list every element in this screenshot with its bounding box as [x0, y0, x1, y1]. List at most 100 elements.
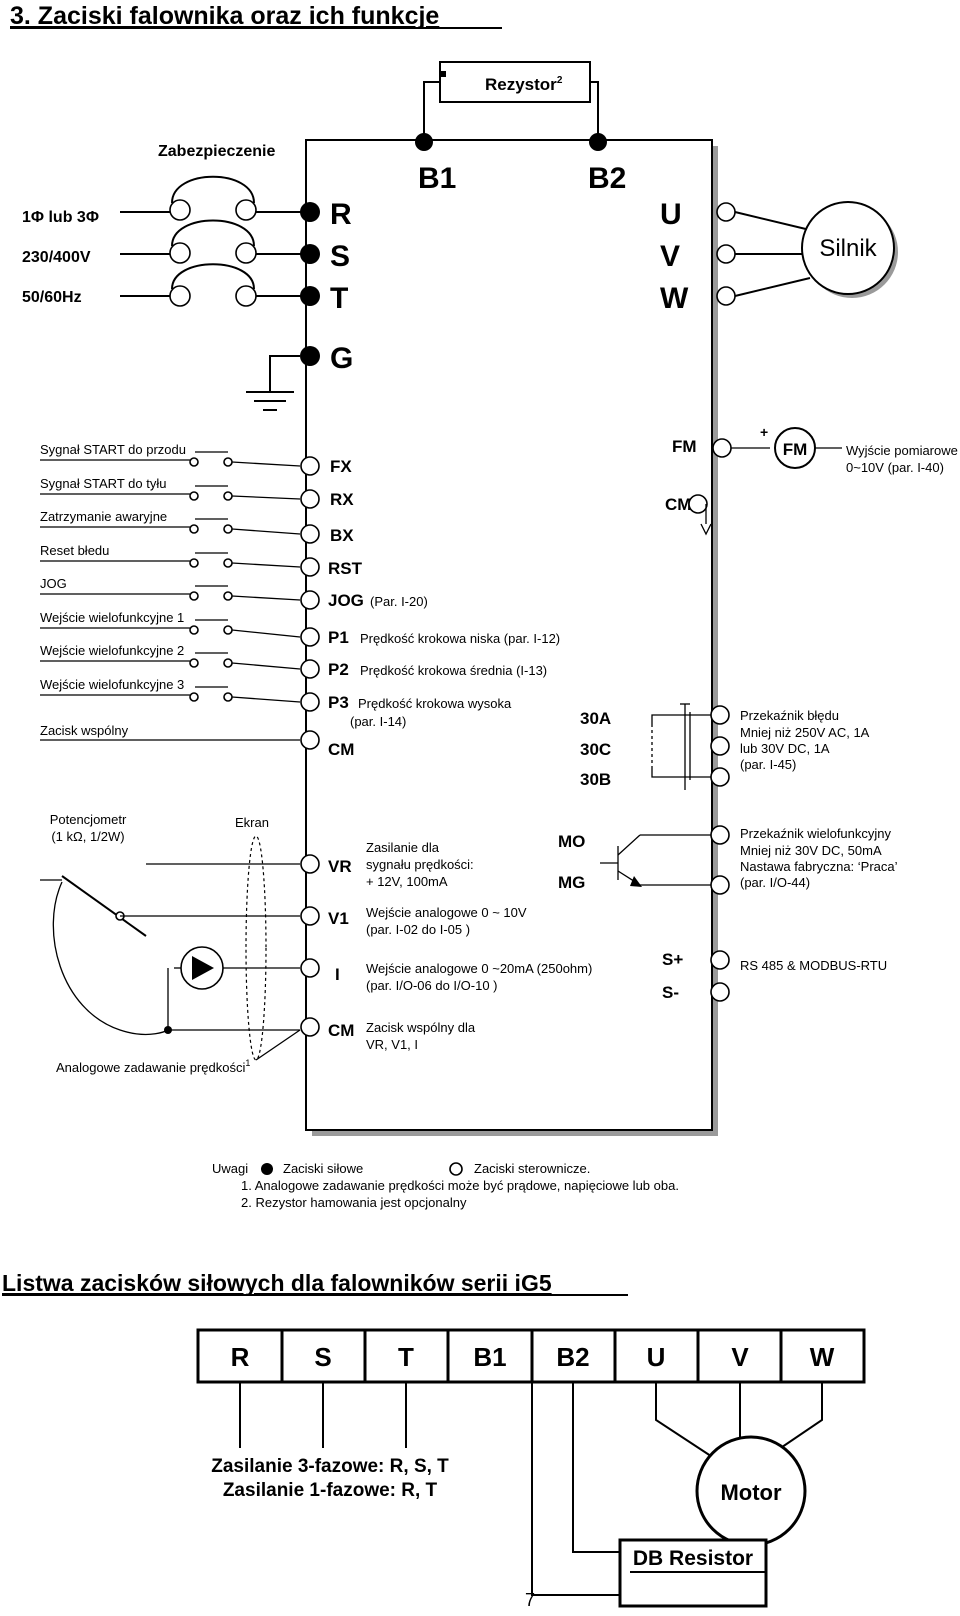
term-cm-digital: CM: [328, 740, 354, 759]
vr-desc-3: + 12V, 100mA: [366, 874, 448, 889]
relay-desc-1: Przekaźnik błędu: [740, 708, 839, 723]
term-fm: FM: [672, 437, 697, 456]
label-w: W: [660, 282, 689, 315]
supply-phase: 1Φ lub 3Φ: [22, 209, 99, 226]
fm-plus: +: [760, 424, 768, 440]
label-u: U: [660, 198, 682, 231]
strip-b1: B1: [473, 1342, 506, 1372]
cm-desc-2: VR, V1, I: [366, 1037, 418, 1052]
fm-cm-terminal: [688, 494, 708, 514]
motor-label: Silnik: [819, 235, 877, 262]
control-terminal-legend-icon: [449, 1162, 463, 1176]
term-30c: 30C: [580, 740, 611, 759]
note-p3-line2: (par. I-14): [350, 714, 406, 729]
label-b1: B1: [418, 162, 456, 195]
terminal-v: [716, 244, 736, 264]
term-s-plus: S+: [662, 950, 683, 969]
vr-desc-2: sygnału prędkości:: [366, 857, 474, 872]
rs485-label: RS 485 & MODBUS-RTU: [740, 958, 887, 973]
note-jog: (Par. I-20): [370, 594, 428, 609]
label-r: R: [330, 198, 352, 231]
strip-s: S: [314, 1342, 331, 1372]
note-p2: Prędkość krokowa średnia (I-13): [360, 663, 547, 678]
input-label-p1: Wejście wielofunkcyjne 1: [40, 610, 184, 625]
page-title: 3. Zaciski falownika oraz ich funkcje: [10, 2, 439, 30]
term-mo: MO: [558, 832, 585, 851]
power-terminal-legend-icon: [261, 1163, 273, 1175]
i-desc-2: (par. I/O-06 do I/O-10 ): [366, 978, 498, 993]
strip-t: T: [398, 1342, 414, 1372]
motor-box-label: Motor: [720, 1480, 782, 1505]
term-v1: V1: [328, 909, 349, 928]
term-p1: P1: [328, 628, 349, 647]
vr-desc-1: Zasilanie dla: [366, 840, 440, 855]
terminal-b2-dot: [589, 133, 607, 151]
terminal-mo: [710, 825, 730, 845]
current-source-icon: [174, 946, 224, 990]
supply-info-3phase: Zasilanie 3-fazowe: R, S, T: [211, 1456, 449, 1477]
supply-voltage: 230/400V: [22, 249, 91, 266]
note-p1: Prędkość krokowa niska (par. I-12): [360, 631, 560, 646]
strip-r: R: [231, 1342, 250, 1372]
term-p2: P2: [328, 660, 349, 679]
term-p3: P3: [328, 693, 349, 712]
term-vr: VR: [328, 857, 352, 876]
mo-desc-1: Przekaźnik wielofunkcyjny: [740, 826, 892, 841]
term-i: I: [335, 965, 340, 984]
strip-wiring: [239, 1382, 823, 1596]
term-rx: RX: [330, 490, 354, 509]
mo-desc-3: Nastawa fabryczna: ‘Praca’: [740, 859, 898, 874]
terminal-w: [716, 286, 736, 306]
i-desc-1: Wejście analogowe 0 ~20mA (250ohm): [366, 961, 592, 976]
term-jog: JOG: [328, 591, 364, 610]
terminal-cm-analog: [300, 1017, 320, 1037]
inverter-box: [305, 139, 713, 1131]
label-b2: B2: [588, 162, 626, 195]
relay-desc-3: lub 30V DC, 1A: [740, 741, 830, 756]
label-g: G: [330, 342, 353, 375]
potentiometer-icon: [40, 875, 169, 1036]
supply-frequency: 50/60Hz: [22, 289, 82, 306]
fuse-group: [120, 175, 310, 307]
fm-desc-2: 0~10V (par. I-40): [846, 460, 944, 475]
ground-icon: [246, 355, 300, 411]
term-bx: BX: [330, 526, 354, 545]
screen-label: Ekran: [235, 815, 269, 830]
term-30b: 30B: [580, 770, 611, 789]
term-rst: RST: [328, 559, 363, 578]
label-v: V: [660, 240, 680, 273]
fm-terminal: [712, 438, 732, 458]
input-terminals: [300, 456, 320, 750]
analog-ref-label: Analogowe zadawanie prędkości1: [56, 1058, 250, 1075]
terminal-r-dot: [300, 202, 320, 222]
v1-desc-2: (par. I-02 do I-05 ): [366, 922, 470, 937]
strip-b2: B2: [556, 1342, 589, 1372]
input-label-bx: Zatrzymanie awaryjne: [40, 509, 167, 524]
screen-shield: [245, 835, 267, 1061]
term-fm-cm: CM: [665, 495, 691, 514]
terminal-i: [300, 958, 320, 978]
page-number: 7: [525, 1590, 535, 1610]
mo-desc-4: (par. I/O-44): [740, 875, 810, 890]
notes-label: Uwagi: [212, 1161, 248, 1176]
input-label-p3: Wejście wielofunkcyjne 3: [40, 677, 184, 692]
terminal-mg: [710, 875, 730, 895]
fm-desc-1: Wyjście pomiarowe: [846, 443, 958, 458]
supply-info-1phase: Zasilanie 1-fazowe: R, T: [223, 1480, 438, 1501]
terminal-t-dot: [300, 286, 320, 306]
input-label-p2: Wejście wielofunkcyjne 2: [40, 643, 184, 658]
db-resistor-label: DB Resistor: [633, 1547, 753, 1570]
label-t: T: [330, 282, 348, 315]
terminal-v1: [300, 906, 320, 926]
notes-control: Zaciski sterownicze.: [474, 1161, 590, 1176]
protection-label: Zabezpieczenie: [158, 143, 275, 160]
pot-label-1: Potencjometr: [50, 812, 127, 827]
strip-u: U: [647, 1342, 666, 1372]
terminal-s-dot: [300, 244, 320, 264]
terminal-b1-dot: [415, 133, 433, 151]
note-2: 2. Rezystor hamowania jest opcjonalny: [241, 1195, 467, 1210]
relay-30a: [710, 705, 730, 725]
term-mg: MG: [558, 873, 585, 892]
section2-title: Listwa zacisków siłowych dla falowników …: [2, 1270, 552, 1296]
